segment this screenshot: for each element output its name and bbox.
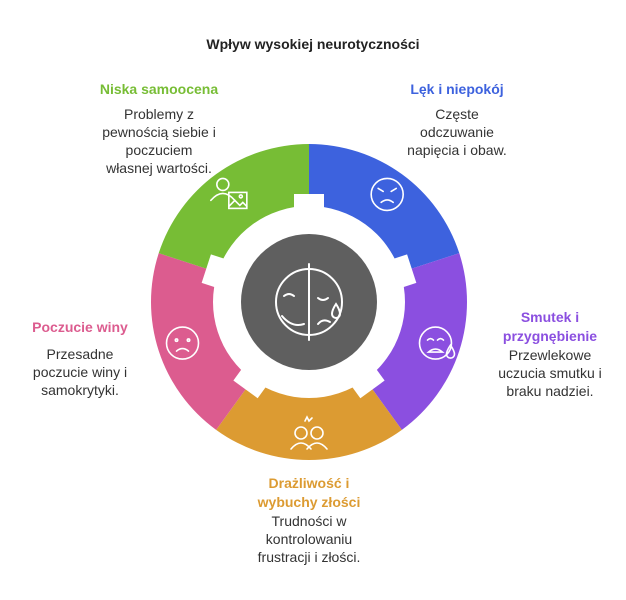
label-drazliwosc: Drażliwość i wybuchy złości Trudności w … <box>226 474 392 566</box>
angry-people-icon <box>290 415 328 450</box>
label-lek-desc: Częste odczuwanie napięcia i obaw. <box>407 106 507 158</box>
segment-lek <box>309 144 460 273</box>
label-smutek: Smutek i przygnębienie Przewlekowe uczuc… <box>486 308 614 400</box>
label-lek-head: Lęk i niepokój <box>410 81 504 97</box>
label-smutek-head: Smutek i przygnębienie <box>502 309 598 344</box>
label-wina-head: Poczucie winy <box>32 319 128 335</box>
label-drazliwosc-head: Drażliwość i wybuchy złości <box>257 475 361 510</box>
sad-face-icon <box>165 326 200 360</box>
frowning-face-icon <box>370 177 404 212</box>
label-wina: Poczucie winy Przesadne poczucie winy i … <box>6 318 154 399</box>
segment-wina <box>150 253 253 430</box>
happy-sad-face-icon <box>275 263 343 341</box>
segment-gap <box>371 254 417 295</box>
segment-gap <box>294 194 324 231</box>
label-smutek-desc: Przewlekowe uczucia smutku i braku nadzi… <box>498 347 602 399</box>
label-wina-desc: Przesadne poczucie winy i samokrytyki. <box>32 346 128 398</box>
label-samoocena: Niska samoocena Problemy z pewnością sie… <box>84 80 234 177</box>
diagram-title: Wpływ wysokiej neurotyczności <box>206 36 420 52</box>
label-samoocena-desc: Problemy z pewnością siebie i poczuciem … <box>102 106 216 176</box>
label-lek: Lęk i niepokój Częste odczuwanie napięci… <box>384 80 530 159</box>
segment-gap <box>201 254 247 295</box>
label-samoocena-head: Niska samoocena <box>99 81 219 97</box>
segment-smutek <box>365 253 467 430</box>
user-image-icon <box>210 177 248 210</box>
label-drazliwosc-desc: Trudności w kontrolowaniu frustracji i z… <box>257 513 361 565</box>
crying-face-icon <box>418 326 456 360</box>
